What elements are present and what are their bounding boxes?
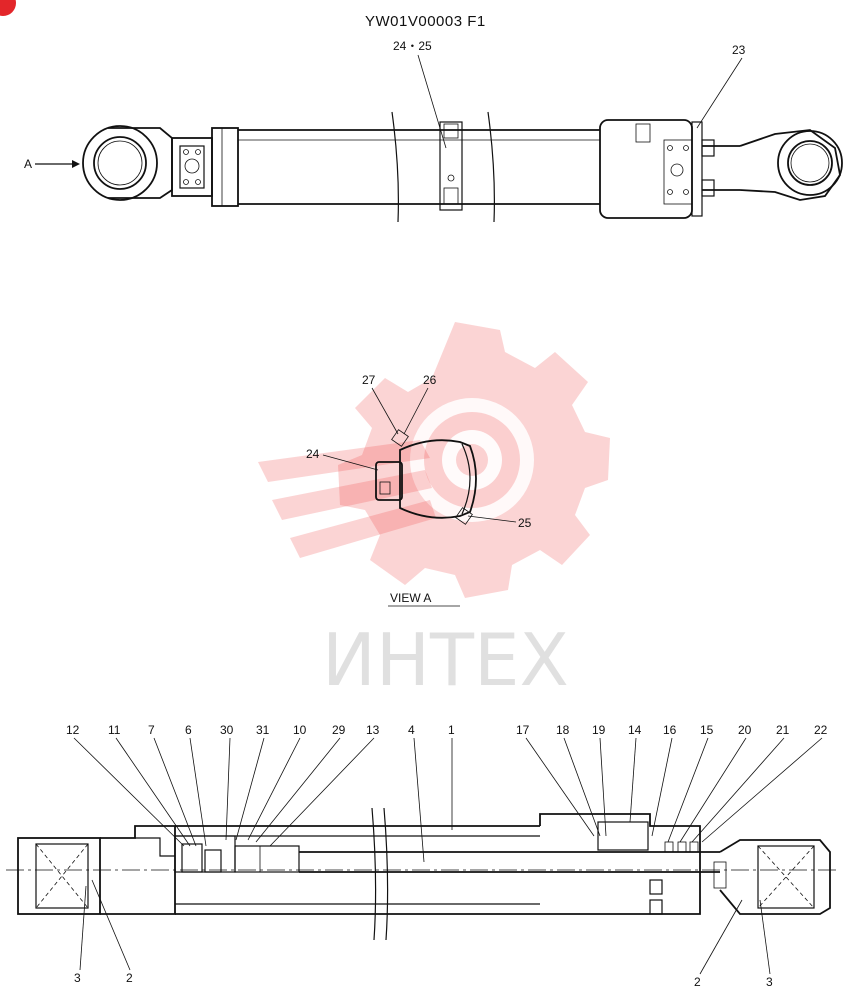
callout-22: 22 <box>814 723 828 737</box>
callout-23: 23 <box>732 43 746 57</box>
callout-16: 16 <box>663 723 677 737</box>
callout-20: 20 <box>738 723 752 737</box>
callout-13: 13 <box>366 723 380 737</box>
view-arrow-label: A <box>24 157 32 171</box>
callout-24-25: 24・25 <box>393 39 432 53</box>
callout-27: 27 <box>362 373 376 387</box>
callout-1: 1 <box>448 723 455 737</box>
callout-24: 24 <box>306 447 320 461</box>
callout-3-right: 3 <box>766 975 773 989</box>
callout-30: 30 <box>220 723 234 737</box>
cylinder-external-view: A <box>24 39 843 223</box>
callout-4: 4 <box>408 723 415 737</box>
callout-26: 26 <box>423 373 437 387</box>
callout-2-left: 2 <box>126 971 133 985</box>
callout-11: 11 <box>108 723 121 737</box>
cylinder-section-view: 12 11 7 6 30 31 10 29 13 4 1 17 18 19 14… <box>6 723 840 989</box>
watermark-text: ИНТЕХ <box>322 618 569 702</box>
view-a-detail: 27 26 24 25 VIEW A <box>306 373 532 607</box>
callout-12: 12 <box>66 723 80 737</box>
view-caption: VIEW A <box>390 591 431 605</box>
callout-10: 10 <box>293 723 307 737</box>
drawing-code: YW01V00003 F1 <box>365 13 486 30</box>
callout-14: 14 <box>628 723 642 737</box>
callout-6: 6 <box>185 723 192 737</box>
callout-17: 17 <box>516 723 530 737</box>
callout-19: 19 <box>592 723 606 737</box>
corner-badge <box>0 0 16 16</box>
callout-18: 18 <box>556 723 570 737</box>
callout-7: 7 <box>148 723 155 737</box>
callout-21: 21 <box>776 723 790 737</box>
callout-15: 15 <box>700 723 714 737</box>
callout-31: 31 <box>256 723 270 737</box>
callout-2-right: 2 <box>694 975 701 989</box>
callout-3-left: 3 <box>74 971 81 985</box>
callout-25: 25 <box>518 516 532 530</box>
callout-29: 29 <box>332 723 346 737</box>
